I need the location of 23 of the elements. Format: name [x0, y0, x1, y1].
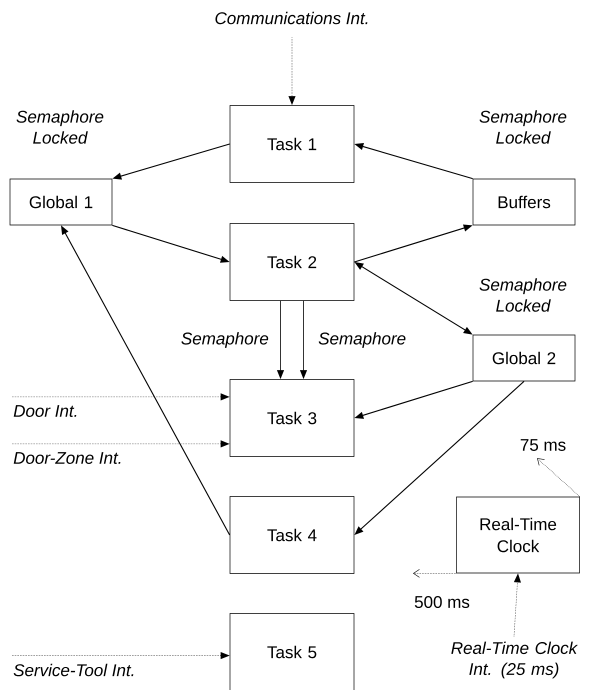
task-box: Task 1 — [230, 105, 354, 183]
interrupt-label: Real-Time Clock Int. (25 ms) — [451, 642, 578, 678]
semaphore-note: Semaphore Locked — [480, 278, 566, 312]
dotted-arrow — [412, 569, 456, 578]
edge-label: Semaphore — [317, 331, 408, 349]
dotted-arrow — [537, 458, 580, 497]
edge-label: Semaphore — [180, 331, 270, 349]
task-box: Task 5 — [230, 613, 354, 690]
period-label: 75 ms — [520, 439, 566, 451]
task-box: Task 2 — [230, 223, 354, 301]
semaphore-note: Semaphore Locked — [16, 110, 104, 144]
data-box: Buffers — [472, 178, 576, 226]
interrupt-label: Door Int. — [14, 405, 76, 417]
semaphore-note: Semaphore Locked — [480, 110, 566, 144]
data-box: Global 1 — [10, 178, 112, 226]
interrupt-label: Communications Int. — [215, 12, 368, 24]
task-box: Task 3 — [230, 379, 354, 457]
clock-box: Real-Time Clock — [456, 496, 580, 574]
period-label: 500 ms — [414, 596, 470, 608]
data-box: Global 2 — [472, 334, 576, 382]
interrupt-label: Door-Zone Int. — [14, 452, 120, 464]
task-box: Task 4 — [230, 496, 354, 574]
interrupt-label: Service-Tool Int. — [14, 664, 134, 676]
